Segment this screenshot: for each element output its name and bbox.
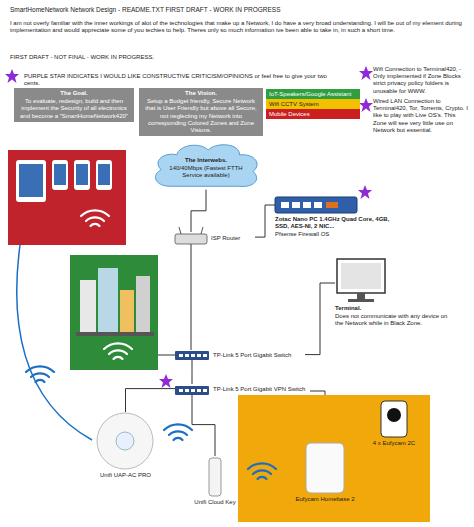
- legend-swatch: Wifi CCTV System: [266, 99, 360, 109]
- switch-node: TP-Link 5 Port Gigabit Switch: [175, 350, 305, 359]
- goal-box: The Goal.To evaluate, redesign, build an…: [14, 88, 134, 122]
- cctv-zone: [238, 395, 430, 522]
- legend-text: Wifi CCTV System: [269, 101, 319, 107]
- node-text: Setup a Budget friendly, Secure Network …: [142, 98, 260, 134]
- network-cable: [255, 205, 275, 237]
- cloud-shape: [155, 145, 257, 187]
- title: SmartHomeNetwork Network Design - README…: [10, 6, 460, 14]
- intro-note: I am not overly familiar with the inner …: [10, 20, 465, 34]
- draft-note: FIRST DRAFT - NOT FINAL - WORK IN PROGRE…: [10, 54, 310, 61]
- internet-cloud: The Interwebs.140/40Mbps (Fastest FTTH S…: [150, 140, 262, 190]
- node-text: TP-Link 5 Port Gigabit Switch: [213, 352, 305, 359]
- vision-box: The Vision.Setup a Budget friendly, Secu…: [139, 88, 263, 136]
- camera-node: 4 x Eufycam 2C: [365, 399, 423, 447]
- wired-note: Wired LAN Connection to Terminal420, Tor…: [373, 98, 470, 134]
- node-text: 140/40Mbps (Fastest FTTH Service availab…: [164, 165, 248, 179]
- cloud-outline: [150, 140, 262, 190]
- access-point-node: Unifi UAP-AC PRO: [88, 412, 163, 479]
- wifi-note: Wifi Connection to Terminal420, - Only i…: [373, 66, 470, 95]
- firewall-node: Zotac Nano PC 1.4GHz Quad Core, 4GB, SSD…: [275, 196, 397, 239]
- node-heading: Zotac Nano PC 1.4GHz Quad Core, 4GB, SSD…: [275, 216, 397, 230]
- node-heading: The Vision.: [142, 90, 260, 97]
- node-heading: The Goal.: [17, 90, 131, 97]
- node-text: Eufycam Homebase 2: [290, 496, 360, 503]
- network-cable: [191, 190, 206, 232]
- node-text: ISP Router: [211, 235, 255, 242]
- node-text: Does not communicate with any device on …: [335, 313, 453, 327]
- node-text: TP-Link 5 Port Gigabit VPN Switch: [213, 386, 310, 393]
- node-heading: Terminal.: [335, 305, 453, 312]
- vpn-switch-node: TP-Link 5 Port Gigabit VPN Switch: [175, 384, 310, 393]
- network-cable: [192, 393, 215, 456]
- mobile-zone: [8, 150, 126, 245]
- star-note: PURPLE STAR INDICATES I WOULD LIKE CONST…: [24, 73, 344, 87]
- legend-text: IoT-Speakers/Google Assistant: [269, 91, 351, 97]
- homebase-node: Eufycam Homebase 2: [290, 441, 360, 503]
- node-text: Pfsense Firewall OS: [275, 231, 397, 238]
- terminal-node: Terminal.Does not communicate with any d…: [335, 258, 453, 328]
- node-text: Unifi Cloud Key: [190, 499, 240, 506]
- cloud-key-node: Unifi Cloud Key: [190, 456, 240, 506]
- legend-text: Mobile Devices: [269, 111, 310, 117]
- network-cable: [305, 283, 335, 355]
- node-text: Unifi UAP-AC PRO: [88, 472, 163, 479]
- legend-swatch: Mobile Devices: [266, 109, 360, 119]
- node-heading: The Interwebs.: [164, 157, 248, 164]
- node-text: To evaluate, redesign, build and then im…: [17, 98, 131, 120]
- network-cable: [126, 389, 176, 412]
- network-cable: [192, 359, 193, 384]
- router-node: ISP Router: [175, 232, 255, 242]
- iot-zone: [70, 255, 158, 370]
- legend-swatch: IoT-Speakers/Google Assistant: [266, 89, 360, 99]
- node-text: 4 x Eufycam 2C: [365, 440, 423, 447]
- network-cable: [191, 242, 192, 350]
